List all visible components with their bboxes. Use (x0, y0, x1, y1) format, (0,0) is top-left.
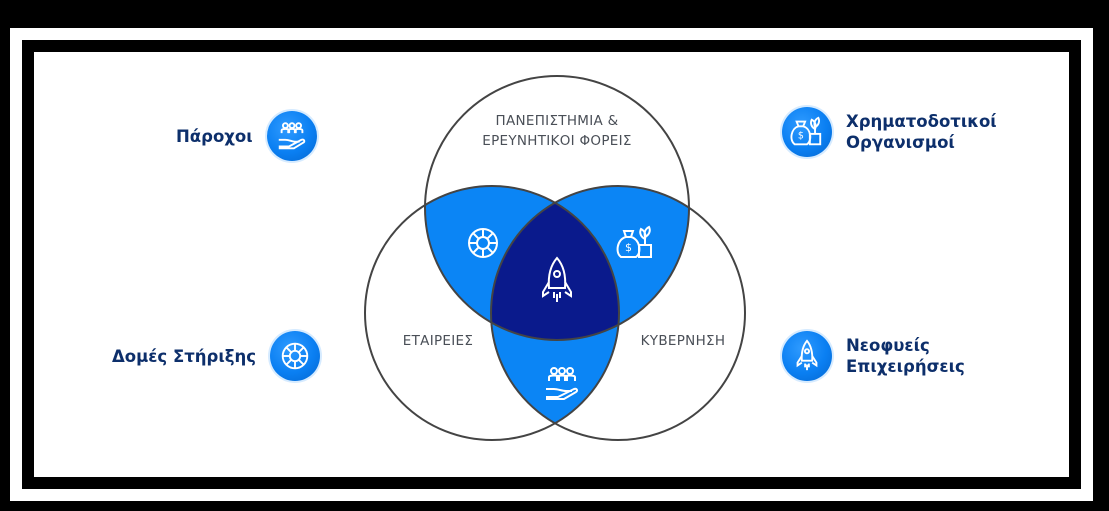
funders-label-line1: Χρηματοδοτικοί (846, 112, 997, 131)
providers-label: Πάροχοι (176, 126, 253, 146)
providers-item: Πάροχοι (176, 111, 317, 161)
support-badge (270, 331, 321, 381)
circle-companies (364, 185, 620, 441)
svg-text:$: $ (798, 131, 804, 142)
startups-label: Νεοφυείς Επιχειρήσεις (846, 335, 965, 377)
svg-text:$: $ (625, 241, 632, 254)
funders-item: $ Χρηματοδοτικοί Οργανισμοί (782, 107, 997, 157)
funders-label-line2: Οργανισμοί (846, 133, 955, 152)
startups-badge (782, 331, 832, 381)
companies-label: ΕΤΑΙΡΕΙΕΣ (403, 333, 473, 349)
support-wheel-icon (281, 342, 309, 370)
rocket-icon (542, 256, 572, 302)
universities-label-line1: ΠΑΝΕΠΙΣΤΗΜΙΑ & (496, 113, 619, 129)
money-bag-plant-icon: $ (616, 225, 652, 258)
circle-government (490, 185, 746, 441)
hand-people-icon (546, 367, 579, 400)
support-label: Δομές Στήριξης (112, 346, 257, 366)
hand-people-icon (278, 122, 305, 150)
support-item: Δομές Στήριξης (112, 331, 321, 381)
startups-item: Νεοφυείς Επιχειρήσεις (782, 331, 965, 381)
startups-label-line1: Νεοφυείς (846, 336, 930, 355)
providers-badge (266, 111, 317, 161)
money-bag-plant-icon: $ (790, 116, 822, 146)
rocket-icon (796, 339, 818, 371)
universities-label-line2: ΕΡΕΥΝΗΤΙΚΟΙ ΦΟΡΕΙΣ (482, 133, 632, 149)
funders-badge: $ (782, 107, 832, 157)
funders-label: Χρηματοδοτικοί Οργανισμοί (846, 111, 997, 153)
support-wheel-icon (468, 228, 498, 258)
startups-label-line2: Επιχειρήσεις (846, 357, 965, 376)
government-label: ΚΥΒΕΡΝΗΣΗ (641, 333, 726, 349)
